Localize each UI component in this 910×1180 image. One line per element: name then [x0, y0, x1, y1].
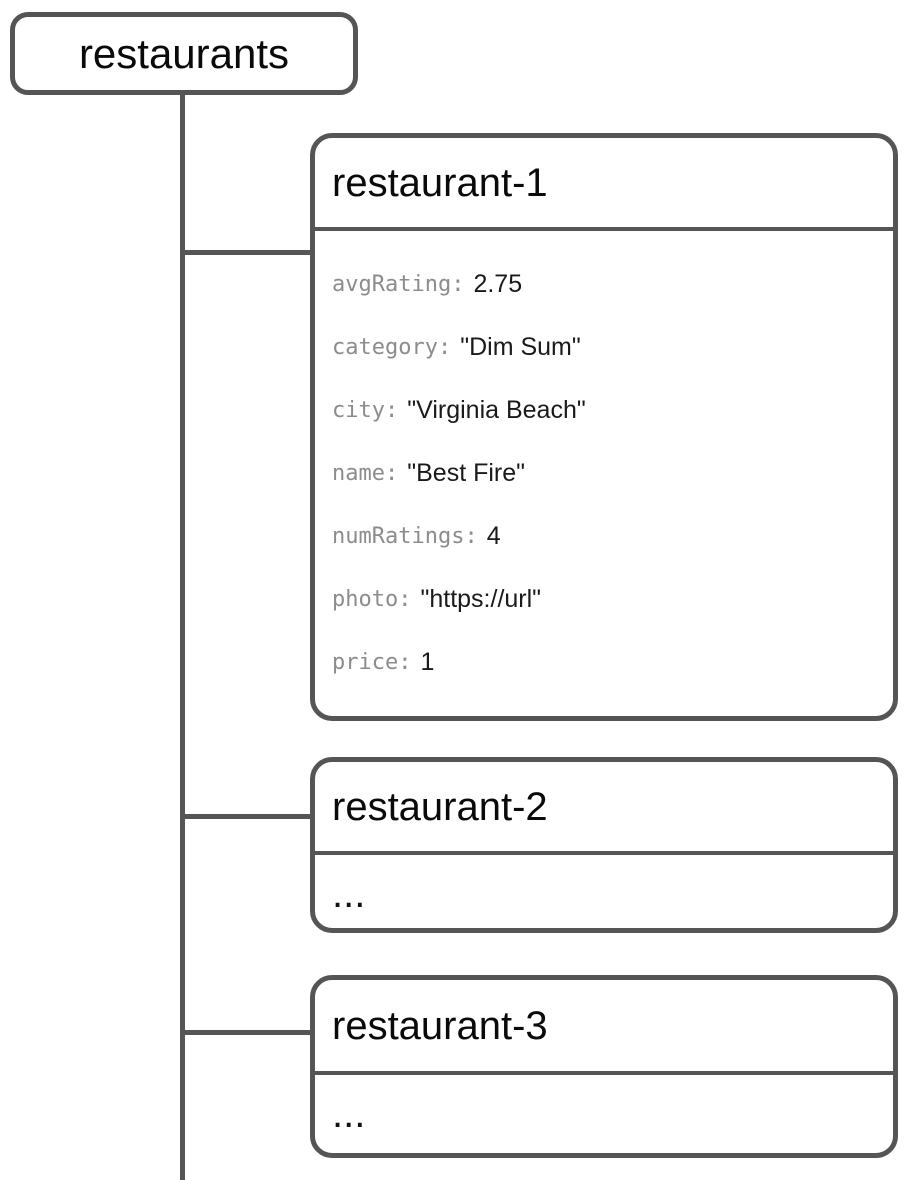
field-key: numRatings: [332, 524, 478, 549]
field-row: price: 1 [332, 631, 893, 694]
field-value: "Dim Sum" [460, 333, 581, 361]
field-row: name: "Best Fire" [332, 442, 893, 505]
field-value: 4 [486, 522, 501, 550]
field-key: category: [332, 335, 452, 360]
field-row: city: "Virginia Beach" [332, 379, 893, 442]
field-key: photo: [332, 587, 412, 612]
field-row: numRatings: 4 [332, 505, 893, 568]
field-row: category: "Dim Sum" [332, 316, 893, 379]
field-value: 2.75 [473, 270, 523, 298]
collection-node-label: restaurants [78, 29, 290, 77]
field-value: "https://url" [420, 585, 542, 613]
field-row: avgRating: 2.75 [332, 253, 893, 316]
document-card-restaurant-3[interactable]: restaurant-3 ... [310, 975, 898, 1158]
collection-trunk-line [180, 95, 185, 1180]
field-value: "Virginia Beach" [407, 396, 586, 424]
document-fields-ellipsis: ... [332, 872, 366, 916]
branch-line-restaurant-3 [183, 1030, 311, 1035]
document-card-header: restaurant-1 [315, 138, 893, 231]
field-key: avgRating: [332, 272, 465, 297]
field-key: city: [332, 398, 399, 423]
collection-node-restaurants[interactable]: restaurants [10, 12, 358, 95]
document-id-label: restaurant-1 [332, 160, 548, 205]
document-fields-ellipsis: ... [332, 1092, 366, 1136]
document-card-restaurant-2[interactable]: restaurant-2 ... [310, 757, 898, 933]
document-card-restaurant-1[interactable]: restaurant-1 avgRating: 2.75 category: "… [310, 133, 898, 721]
field-row: photo: "https://url" [332, 568, 893, 631]
branch-line-restaurant-2 [183, 814, 311, 819]
document-id-label: restaurant-3 [332, 1003, 548, 1048]
field-key: price: [332, 650, 412, 675]
field-value: 1 [420, 648, 435, 676]
field-key: name: [332, 461, 399, 486]
document-card-body: ... [315, 1075, 893, 1153]
branch-line-restaurant-1 [183, 250, 311, 255]
document-card-body: avgRating: 2.75 category: "Dim Sum" city… [315, 231, 893, 694]
document-card-body: ... [315, 855, 893, 928]
document-card-header: restaurant-2 [315, 762, 893, 855]
document-card-header: restaurant-3 [315, 980, 893, 1075]
field-value: "Best Fire" [407, 459, 526, 487]
document-id-label: restaurant-2 [332, 784, 548, 829]
